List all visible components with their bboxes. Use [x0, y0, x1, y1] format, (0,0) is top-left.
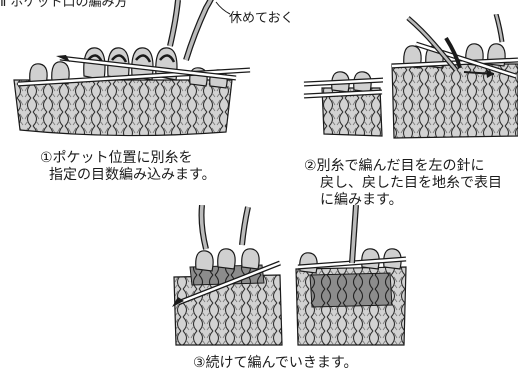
step1-caption: ①ポケット位置に別糸を 指定の目数編み込みます。 [40, 150, 216, 184]
step2-illustration [303, 14, 518, 140]
step3-caption: ③続けて編んでいきます。 [193, 355, 358, 371]
step2-caption-line3: に編みます。 [320, 192, 403, 208]
cropped-heading: Ⅱ ポケット口の編み方 [0, 0, 128, 10]
step1-caption-line1: ①ポケット位置に別糸を [40, 150, 193, 166]
step1-illustration [13, 0, 251, 137]
step2-caption-line2: 戻し、戻した目を地糸で表目 [320, 175, 502, 191]
step1-caption-line2: 指定の目数編み込みます。 [49, 167, 216, 183]
step3-illustration [172, 205, 407, 346]
step2-caption-line1: ②別糸で編んだ目を左の針に [304, 158, 485, 174]
step2-caption: ②別糸で編んだ目を左の針に 戻し、戻した目を地糸で表目 に編みます。 [304, 158, 518, 209]
rest-yarn-label: 休めておく [229, 11, 294, 26]
